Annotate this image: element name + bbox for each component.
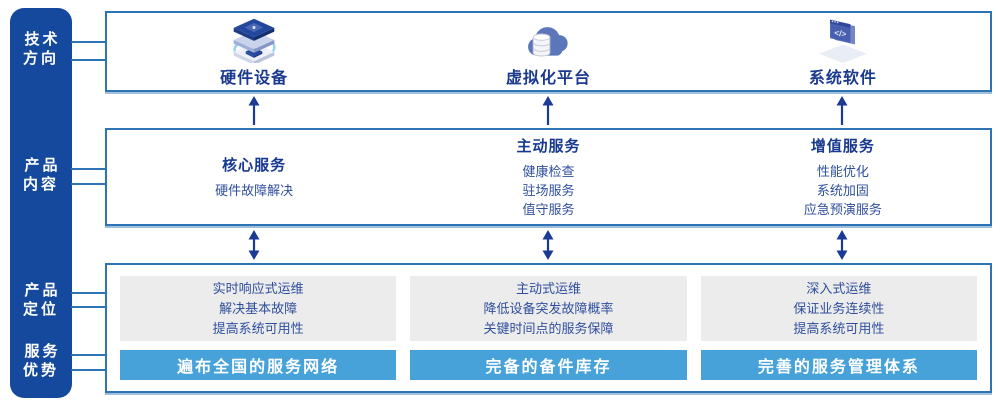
sidebar-label-line: 产品 [24, 157, 61, 174]
positioning-panel: 深入式运维 保证业务连续性 提高系统可用性 [700, 276, 977, 341]
arrow-up-icon [836, 96, 848, 125]
pos-col-proactive: 主动式运维 降低设备突发故障概率 关键时间点的服务保障 完备的备件库存 [410, 276, 687, 380]
positioning-point: 关键时间点的服务保障 [483, 320, 614, 336]
code-window-icon: </> [818, 19, 867, 63]
svc-item: 值守服务 [522, 202, 575, 217]
arrow-double-icon [248, 230, 260, 260]
svg-text:</>: </> [834, 27, 847, 39]
connector-line [71, 292, 106, 294]
svc-item: 硬件故障解决 [215, 183, 294, 198]
sidebar-label-line: 产品 [24, 282, 61, 299]
sidebar: 技术 方向 产品 内容 产品 定位 服务 优势 [10, 8, 72, 398]
advantage-banner: 完备的备件库存 [410, 350, 687, 380]
positioning-box: 实时响应式运维 解决基本故障 提高系统可用性 遍布全国的服务网络 主动式运维 降… [105, 263, 992, 393]
svc-item: 健康检查 [522, 164, 575, 179]
svc-item: 驻场服务 [522, 183, 575, 198]
arrow-double-icon [836, 230, 848, 260]
svc-col-core: 核心服务 硬件故障解决 [107, 130, 401, 224]
pos-col-realtime: 实时响应式运维 解决基本故障 提高系统可用性 遍布全国的服务网络 [120, 276, 397, 380]
arrow-up-icon [542, 96, 554, 125]
tech-label-hardware: 硬件设备 [220, 70, 289, 87]
positioning-point: 降低设备突发故障概率 [483, 300, 614, 316]
svc-heading-proactive: 主动服务 [516, 138, 581, 155]
sidebar-item-product-content: 产品 内容 [10, 156, 72, 194]
connector-line [71, 183, 106, 185]
sidebar-item-service-advantage: 服务 优势 [10, 342, 72, 380]
svc-item: 应急预演服务 [803, 202, 882, 217]
tech-label-virtualization: 虚拟化平台 [505, 70, 591, 87]
positioning-point: 提高系统可用性 [212, 320, 304, 336]
connector-line [71, 369, 106, 371]
tech-col-hardware: 硬件设备 [107, 13, 401, 90]
arrow-double-icon [542, 230, 554, 260]
sidebar-label-line: 技术 [24, 31, 61, 48]
svc-heading-value-added: 增值服务 [810, 138, 875, 155]
sidebar-label-line: 方向 [22, 50, 59, 67]
pos-col-deep: 深入式运维 保证业务连续性 提高系统可用性 完善的服务管理体系 [700, 276, 977, 380]
tech-col-software: </> 系统软件 [696, 13, 990, 90]
positioning-point: 实时响应式运维 [212, 280, 304, 296]
svc-item: 性能优化 [816, 164, 869, 179]
svc-col-value-added: 增值服务 性能优化 系统加固 应急预演服务 [696, 130, 990, 224]
svc-heading-core: 核心服务 [222, 157, 287, 174]
cloud-database-icon [528, 27, 569, 57]
sidebar-label-line: 服务 [24, 343, 61, 360]
connector-line [71, 59, 106, 61]
tech-label-software: 系统软件 [808, 70, 877, 87]
sidebar-label-line: 内容 [22, 176, 59, 193]
positioning-panel: 实时响应式运维 解决基本故障 提高系统可用性 [120, 276, 397, 341]
advantage-banner: 完善的服务管理体系 [700, 350, 977, 380]
sidebar-label-line: 定位 [22, 301, 59, 318]
server-stack-icon [233, 18, 276, 63]
connector-line [71, 168, 106, 170]
positioning-point: 解决基本故障 [219, 300, 298, 316]
positioning-panel: 主动式运维 降低设备突发故障概率 关键时间点的服务保障 [410, 276, 687, 341]
positioning-point: 提高系统可用性 [793, 320, 885, 336]
svc-item: 系统加固 [816, 183, 869, 198]
positioning-point: 深入式运维 [806, 280, 872, 296]
tech-direction-box: 硬件设备 虚拟化平台 </> 系统软件 [105, 11, 992, 92]
product-content-box: 核心服务 硬件故障解决 主动服务 健康检查 驻场服务 值守服务 增值服务 性能优… [105, 128, 992, 226]
connector-line [71, 41, 106, 43]
svc-col-proactive: 主动服务 健康检查 驻场服务 值守服务 [401, 130, 695, 224]
advantage-banner: 遍布全国的服务网络 [120, 350, 397, 380]
sidebar-label-line: 优势 [22, 362, 59, 379]
connector-line [71, 354, 106, 356]
positioning-point: 保证业务连续性 [793, 300, 885, 316]
sidebar-item-product-positioning: 产品 定位 [10, 281, 72, 319]
sidebar-item-tech-direction: 技术 方向 [10, 30, 72, 68]
tech-col-virtualization: 虚拟化平台 [401, 13, 695, 90]
connector-line [71, 306, 106, 308]
positioning-point: 主动式运维 [515, 280, 581, 296]
arrow-up-icon [248, 96, 260, 125]
